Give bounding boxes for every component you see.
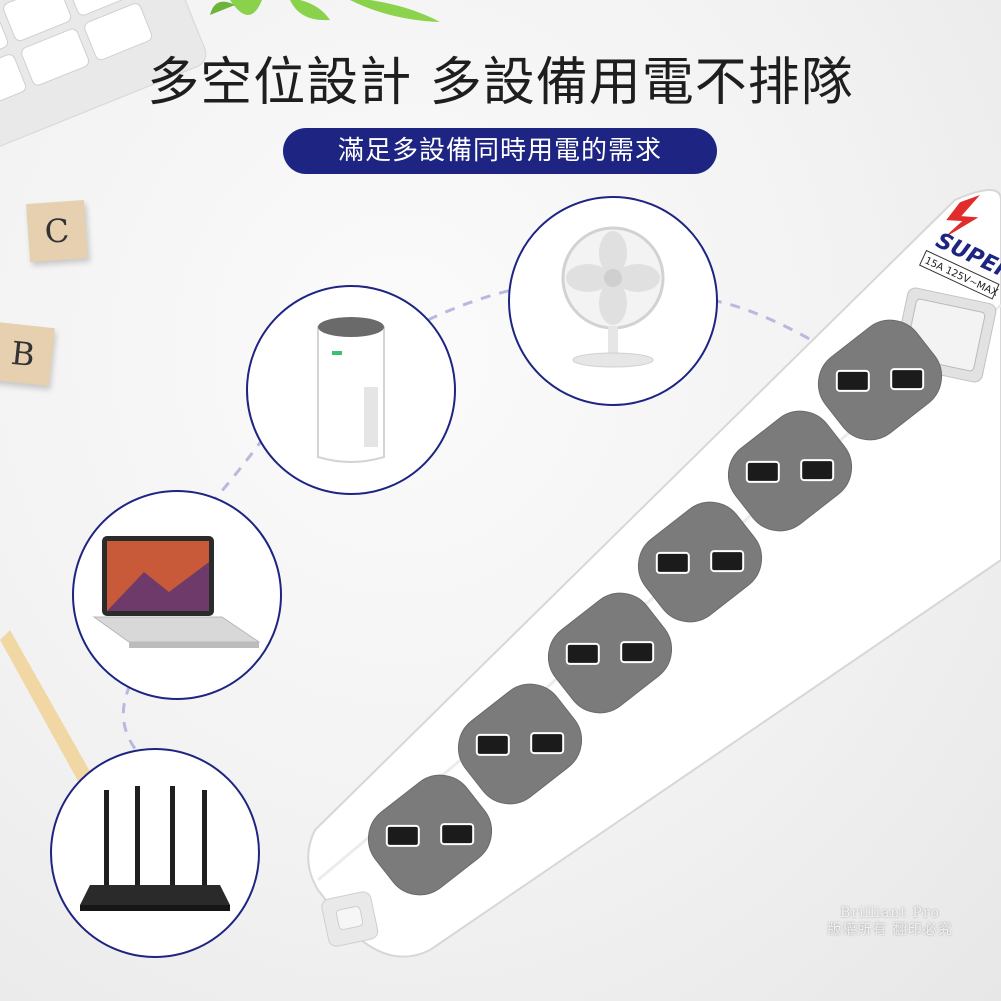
outlet-slot	[890, 368, 925, 391]
headline: 多空位設計 多設備用電不排隊	[147, 53, 854, 113]
power-strip: SUPER 15A 125V~MAX	[307, 189, 1001, 958]
outlet-slot	[475, 733, 510, 756]
outlet-slot	[745, 460, 780, 483]
desk-fan-icon	[561, 226, 665, 368]
plant-leaves	[210, 0, 440, 22]
device-circle-laptop	[72, 490, 282, 700]
subheadline-pill: 滿足多設備同時用電的需求	[283, 128, 717, 174]
outlet-1	[367, 774, 493, 896]
outlet-slot	[835, 369, 870, 392]
outlet-slot	[385, 824, 420, 847]
wooden-block-c: C	[26, 200, 88, 262]
outlet-slot	[440, 823, 475, 846]
outlet-5	[727, 410, 853, 532]
device-circle-desk-fan	[508, 196, 718, 406]
laptop-icon	[92, 536, 261, 648]
air-purifier-icon	[317, 317, 385, 463]
device-circle-air-purifier	[246, 285, 456, 495]
outlet-3	[547, 592, 673, 714]
keyboard	[0, 0, 207, 156]
outlet-4	[637, 501, 763, 623]
outlet-slot	[620, 641, 655, 664]
outlet-slot	[530, 732, 565, 755]
outlet-6	[817, 319, 943, 441]
outlet-slot	[655, 551, 690, 574]
outlet-slot	[710, 550, 745, 573]
wooden-block-b: B	[0, 322, 55, 386]
outlet-slot	[800, 459, 835, 482]
watermark-line-2: 版權所有 翻印必究	[827, 922, 953, 938]
device-circle-wifi-router	[50, 748, 260, 958]
outlet-group	[367, 319, 943, 896]
outlet-slot	[565, 642, 600, 665]
watermark: Brilliant Pro 版權所有 翻印必究	[800, 905, 980, 939]
watermark-line-1: Brilliant Pro	[840, 905, 940, 921]
outlet-2	[457, 683, 583, 805]
wifi-router-icon	[80, 786, 230, 911]
